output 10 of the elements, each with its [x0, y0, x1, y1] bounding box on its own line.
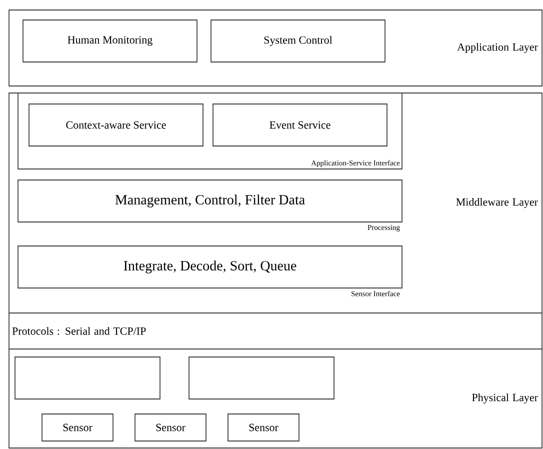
component-box: System Control — [210, 20, 386, 62]
sensor-box: Sensor — [228, 414, 300, 442]
service-box: Event Service — [212, 104, 388, 146]
sensor-box: Sensor — [42, 414, 114, 442]
service-box: Context-aware Service — [28, 104, 204, 146]
protocol-band: Protocols : Serial and TCP/IP — [8, 312, 542, 350]
component-box: Human Monitoring — [22, 20, 198, 62]
sensor-box: Sensor — [134, 414, 206, 442]
device-box — [14, 356, 160, 400]
device-box — [188, 356, 334, 400]
